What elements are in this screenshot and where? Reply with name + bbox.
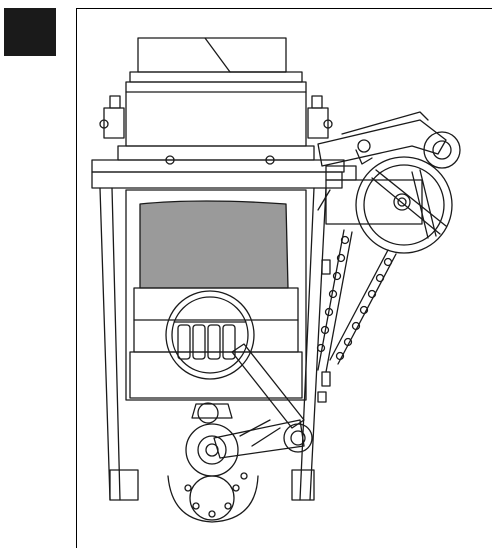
illustration-frame: [76, 8, 492, 548]
magnifier-detail: [165, 290, 255, 380]
bottom-sprocket: [167, 472, 259, 523]
inner-chamber: [125, 189, 307, 401]
side-chain: [316, 229, 397, 373]
right-wheel-assembly: [317, 111, 461, 254]
lever-arm: [213, 343, 313, 459]
step-number-badge: [4, 8, 56, 56]
lower-gear: [185, 402, 239, 477]
frame-hardware: [165, 155, 331, 403]
top-housing: [99, 37, 333, 161]
